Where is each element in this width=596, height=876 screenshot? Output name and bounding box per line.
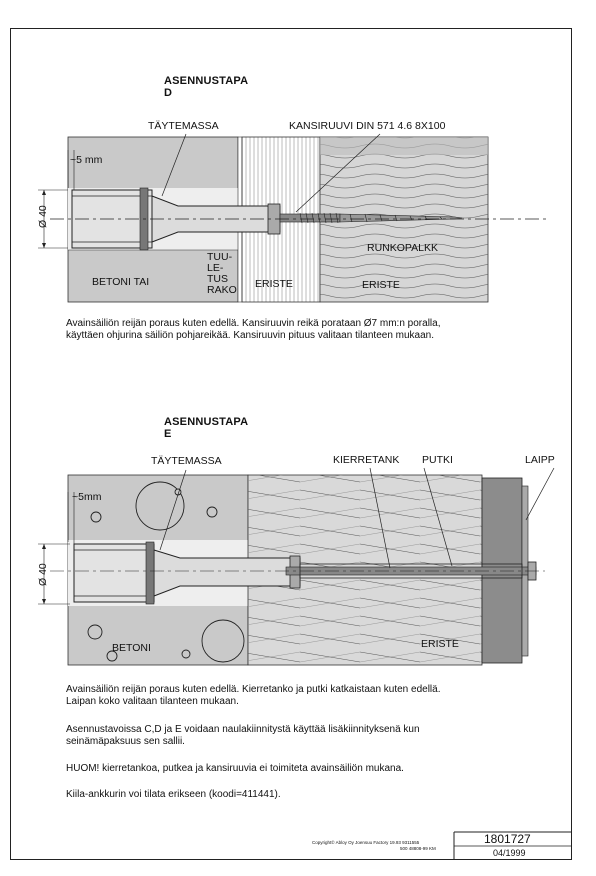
key-box-e	[73, 543, 155, 603]
section-d-label-screw: KANSIRUUVI DIN 571 4.6 8X100	[289, 120, 446, 132]
section-d-label-gap-2: LE-	[207, 262, 224, 274]
notes-p3: Kiila-ankkurin voi tilata erikseen (kood…	[66, 789, 281, 800]
footer-copyright-2: 500 48808-99 KM	[400, 846, 436, 851]
section-e-heading-2: E	[164, 428, 172, 440]
section-d-label-gap-4: RAKO	[207, 284, 237, 296]
section-d-note-1: Avainsäiliön reijän poraus kuten edellä.…	[66, 318, 441, 329]
section-d-label-5mm: ~5 mm	[70, 154, 103, 166]
footer-copyright-1: Copyright© Abloy Oy Joensuu Factory 19.9…	[312, 840, 420, 845]
section-e-heading-1: ASENNUSTAPA	[164, 416, 249, 428]
doc-number: 1801727	[484, 832, 531, 846]
section-e-label-rod: KIERRETANK	[333, 454, 400, 466]
section-e-label-5mm: ~5mm	[72, 491, 102, 503]
section-d-label-dia: Ø 40	[37, 205, 49, 228]
section-e-note-1: Avainsäiliön reijän poraus kuten edellä.…	[66, 684, 441, 695]
section-e-label-pipe: PUTKI	[422, 454, 453, 466]
section-d-label-beam: RUNKOPALKK	[367, 242, 438, 254]
notes-p1-line2: seinämäpaksuus sen sallii.	[66, 736, 185, 747]
notes-p1-line1: Asennustavoissa C,D ja E voidaan naulaki…	[66, 724, 420, 735]
section-d-label-filler: TÄYTEMASSA	[148, 120, 219, 132]
notes-p2: HUOM! kierretankoa, putkea ja kansiruuvi…	[66, 763, 404, 774]
section-e-label-insulation: ERISTE	[421, 638, 459, 650]
doc-date: 04/1999	[493, 848, 526, 858]
section-e-label-concrete: BETONI	[112, 642, 151, 654]
section-d-heading-2: D	[164, 87, 173, 99]
section-d-label-insulation-1: ERISTE	[255, 278, 293, 290]
section-d-label-insulation-2: ERISTE	[362, 279, 400, 291]
page-frame	[10, 28, 572, 860]
section-d-note-2: käyttäen ohjurina säiliön pohjareikää. K…	[66, 330, 435, 341]
section-d-label-concrete: BETONI TAI	[92, 276, 150, 288]
section-e-label-dia: Ø 40	[37, 563, 49, 586]
section-e-note-2: Laipan koko valitaan tilanteen mukaan.	[66, 696, 239, 707]
section-d-label-gap-3: TUS	[207, 273, 228, 285]
section-d-label-gap-1: TUU-	[207, 251, 233, 263]
section-e-label-filler: TÄYTEMASSA	[151, 455, 222, 467]
section-d-heading-1: ASENNUSTAPA	[164, 75, 249, 87]
section-e-label-flange: LAIPP	[525, 454, 555, 466]
